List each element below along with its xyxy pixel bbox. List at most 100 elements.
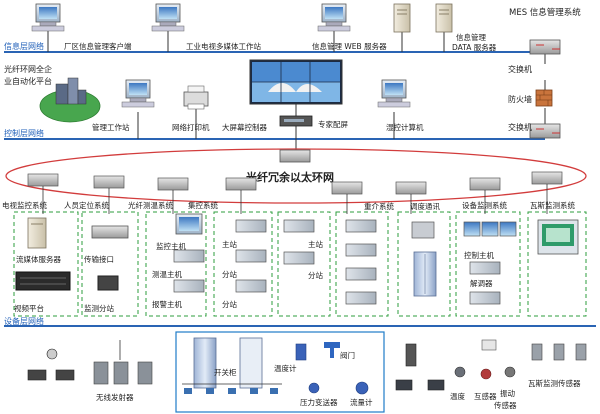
video-platform-rack — [15, 271, 71, 291]
dispatch-phones — [395, 343, 445, 391]
system-title: MES 信息管理系统 — [509, 7, 581, 18]
tv-workstation-label: 工业电视多媒体工作站 — [186, 41, 261, 51]
control-host-label: 控制主机 — [464, 250, 494, 260]
tv-workstation — [151, 3, 185, 32]
info-layer-label: 信息层网络 — [4, 41, 44, 51]
network-lines — [4, 30, 596, 327]
wireless-transmitters — [93, 340, 153, 385]
data-server-label-2: DATA 服务器 — [452, 42, 497, 52]
stream-server-label: 流媒体服务器 — [16, 254, 61, 264]
pressure-icon — [308, 382, 320, 394]
monitor-host-label: 监控主机 — [156, 241, 186, 251]
monitor-substation-icon — [97, 275, 119, 291]
sub-station-label-b: 分站 — [222, 299, 237, 309]
subsystem-fiber-test: 光纤测温系统 — [128, 200, 173, 210]
ring-switches — [27, 171, 563, 195]
printer-icon — [183, 85, 209, 110]
sub-station-label-a: 分站 — [222, 269, 237, 279]
temperature-label: 温度 — [450, 391, 465, 401]
valve-label: 阀门 — [340, 351, 355, 360]
sorting-racks — [345, 219, 377, 305]
flowmeter-label: 流量计 — [350, 397, 373, 407]
test-host-label: 测温主机 — [152, 269, 182, 279]
transfer-port-label: 传输接口 — [84, 254, 114, 264]
equipment-monitors — [463, 221, 517, 237]
pressure-label: 压力变送器 — [300, 397, 338, 407]
alarm-host-rack — [173, 279, 205, 293]
demodulator-label: 解调器 — [470, 278, 493, 288]
sensor-icons — [454, 339, 516, 380]
ring-switch-top — [279, 149, 311, 163]
video-platform-label: 视频平台 — [14, 303, 44, 313]
switch-cabinet-label: 开关柜 — [214, 367, 237, 377]
device-layer-label: 设备层网络 — [4, 316, 44, 326]
thermometer-icon — [295, 343, 307, 361]
subsystem-sorting: 重介系统 — [364, 201, 394, 211]
mgmt-station-label: 管理工作站 — [92, 122, 130, 132]
gas-sensor-icons — [531, 343, 587, 361]
camera-icons — [27, 348, 75, 381]
wireless-label: 无线发射器 — [96, 392, 134, 402]
firewall-label: 防火墙 — [508, 94, 532, 104]
switch-upper-icon — [529, 39, 561, 55]
subsystem-tv-monitor: 电视监控系统 — [2, 200, 47, 210]
platform-building-icon — [39, 77, 101, 123]
video-wall — [249, 59, 343, 105]
factory-client-label: 厂区信息管理客户端 — [64, 41, 132, 51]
switch-lower-label: 交换机 — [508, 122, 532, 132]
web-server-pc — [317, 3, 351, 32]
control-host-rack — [469, 261, 501, 275]
coal-computer-label: 湿控计算机 — [386, 122, 424, 132]
platform-label-2: 业自动化平台 — [4, 76, 52, 86]
centralized-racks — [235, 219, 315, 293]
ring-network — [5, 148, 587, 204]
vibration-label-2: 传感器 — [494, 400, 517, 410]
main-station-label-b: 主站 — [308, 239, 323, 249]
ring-feeders — [42, 184, 548, 214]
transformer-label: 互感器 — [474, 391, 497, 401]
dispatch-phone-icon — [411, 221, 435, 239]
gas-monitor-panel — [537, 219, 579, 255]
field-device-box — [175, 331, 385, 413]
vibration-label-1: 振动 — [500, 388, 515, 398]
stream-server-icon — [27, 217, 47, 249]
main-station-label-a: 主站 — [222, 239, 237, 249]
field-bus-nodes — [184, 388, 278, 394]
transfer-port-icon — [91, 225, 129, 239]
expert-config-label: 专家配屏 — [318, 119, 348, 129]
gas-sensor-label: 瓦斯监测传感器 — [528, 378, 581, 388]
switch-upper-label: 交换机 — [508, 64, 532, 74]
demodulator-rack — [469, 291, 501, 305]
alarm-host-label: 报警主机 — [152, 299, 182, 309]
dispatch-cabinet — [413, 251, 437, 297]
server-tower-a — [393, 3, 411, 33]
subsystem-gas: 瓦斯监测系统 — [530, 200, 575, 210]
monitor-host-icon — [175, 213, 203, 235]
screen-controller-device — [279, 115, 313, 127]
factory-client — [31, 3, 65, 32]
control-layer-label: 控制层网络 — [4, 128, 44, 138]
subsystem-boxes — [13, 211, 587, 317]
thermometer-label: 温度计 — [274, 363, 297, 373]
switch-cabinets — [193, 337, 263, 389]
web-server-label: 信息管理 WEB 服务器 — [312, 41, 387, 51]
printer-label: 网络打印机 — [172, 122, 210, 132]
platform-label-1: 光纤环网全企 — [4, 64, 52, 74]
sub-station-label-c: 分站 — [308, 270, 323, 280]
monitor-substation-label: 监测分站 — [84, 303, 114, 313]
test-host-rack — [173, 249, 205, 263]
firewall-icon — [535, 89, 553, 107]
subsystem-personnel: 人员定位系统 — [64, 200, 109, 210]
flowmeter-icon — [355, 381, 369, 395]
screen-controller-label: 大屏幕控制器 — [222, 122, 267, 132]
valve-icon — [324, 342, 340, 358]
ring-label: 光纤冗余以太环网 — [245, 170, 334, 184]
mgmt-station — [121, 79, 155, 108]
subsystem-dispatch: 调度通讯 — [410, 201, 440, 211]
server-tower-b — [435, 3, 453, 33]
coal-computer — [377, 79, 411, 108]
switch-lower-icon — [529, 123, 561, 139]
data-server-label-1: 信息管理 — [456, 32, 486, 42]
subsystem-centralized: 集控系统 — [188, 200, 218, 210]
